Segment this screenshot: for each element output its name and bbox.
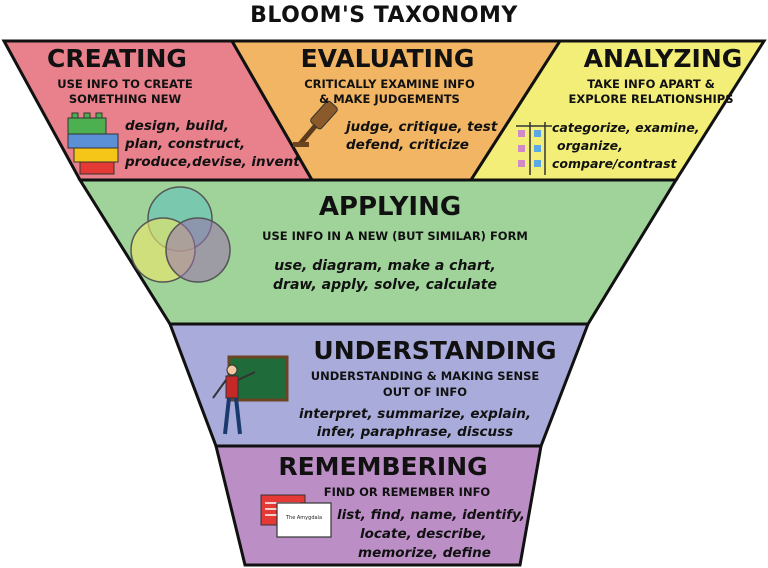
lego-bricks-icon [67,112,119,175]
creating-heading: CREATING [47,44,187,73]
analyzing-verbs-line-2: organize, [557,138,623,153]
applying-verbs-line-2: draw, apply, solve, calculate [273,277,497,293]
remembering-verbs-line-3: memorize, define [358,545,491,561]
venn-diagram-icon [130,186,231,283]
applying-description: USE INFO IN A NEW (BUT SIMILAR) FORM [262,229,528,243]
evaluating-verbs-line-1: judge, critique, test [346,119,498,135]
evaluating-description-line-1: CRITICALLY EXAMINE INFO [304,77,475,91]
understanding-verbs-line-2: infer, paraphrase, discuss [316,424,514,440]
analyzing-verbs-line-3: compare/contrast [552,156,677,171]
creating-verbs-line-2: plan, construct, [125,136,246,152]
remembering-verbs-line-2: locate, describe, [360,526,487,542]
analyzing-heading: ANALYZING [583,44,743,73]
flash-cards-icon [260,494,332,538]
evaluating-heading: EVALUATING [300,44,475,73]
teacher-chalkboard-icon [212,355,289,435]
remembering-heading: REMEMBERING [278,452,488,481]
creating-verbs-line-3: produce,devise, invent [125,154,300,170]
page-title: BLOOM'S TAXONOMY [250,3,518,28]
understanding-description-line-1: UNDERSTANDING & MAKING SENSE [310,369,540,383]
understanding-heading: UNDERSTANDING [313,336,557,365]
understanding-verbs-line-1: interpret, summarize, explain, [299,406,531,422]
applying-verbs-line-1: use, diagram, make a chart, [274,258,496,274]
applying-heading: APPLYING [318,192,462,222]
flash-card-text: The Amygdala [286,515,323,521]
analyzing-description-line-1: TAKE INFO APART & [587,77,715,91]
creating-verbs-line-1: design, build, [125,118,229,134]
analyzing-description-line-2: EXPLORE RELATIONSHIPS [568,92,734,106]
evaluating-verbs-line-2: defend, criticize [346,137,469,153]
understanding-description-line-2: OUT OF INFO [382,385,468,399]
analyzing-verbs-line-1: categorize, examine, [552,120,700,135]
evaluating-description-line-2: & MAKE JUDGEMENTS [319,92,460,106]
remembering-verbs-line-1: list, find, name, identify, [337,507,525,523]
creating-description-line-2: SOMETHING NEW [68,92,182,106]
creating-description-line-1: USE INFO TO CREATE [57,77,193,91]
gavel-icon [293,100,338,147]
sorting-chart-icon [516,122,552,175]
remembering-description: FIND OR REMEMBER INFO [323,485,491,499]
